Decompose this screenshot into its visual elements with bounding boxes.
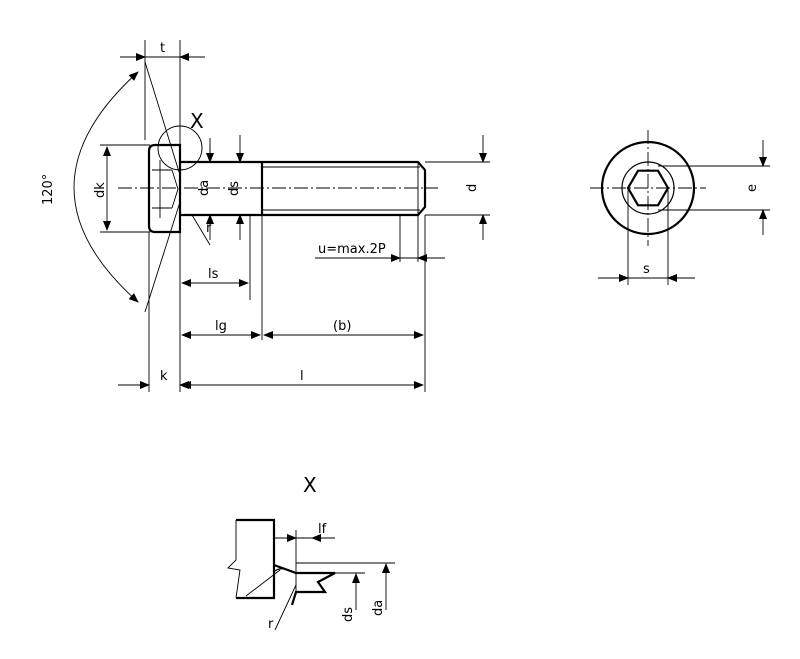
- label-lg: lg: [215, 319, 227, 334]
- bolt-thread: [260, 160, 427, 217]
- detail-label-ds: ds: [341, 607, 356, 622]
- label-u: u=max.2P: [318, 242, 386, 257]
- dim-dk: dk: [93, 144, 150, 233]
- dim-s: s: [598, 188, 695, 285]
- detail-head: [236, 518, 276, 600]
- label-r: r: [206, 221, 212, 236]
- label-angle: 120°: [41, 174, 56, 205]
- label-t: t: [160, 41, 165, 56]
- dim-lg-b: lg (b): [181, 215, 426, 392]
- label-l: l: [300, 369, 304, 384]
- dim-ds: ds: [227, 135, 244, 240]
- detail-title: X: [303, 473, 317, 497]
- bolt-shank: [180, 160, 262, 217]
- dim-r: r: [191, 214, 212, 246]
- dim-u: u=max.2P: [315, 215, 445, 262]
- dim-t: t: [120, 40, 205, 145]
- label-b: (b): [333, 319, 351, 334]
- label-d: d: [465, 184, 480, 192]
- detail-label-lf: lf: [318, 522, 327, 537]
- detail-x: X r lf ds da: [227, 473, 395, 632]
- label-e: e: [745, 184, 760, 192]
- label-x-marker: X: [190, 109, 204, 133]
- side-view: [118, 143, 438, 234]
- dim-k-l: k l: [118, 232, 424, 392]
- dim-da: da: [197, 138, 214, 240]
- label-s: s: [643, 262, 650, 277]
- label-ds: ds: [227, 181, 242, 196]
- socket-lines: [152, 160, 179, 218]
- dim-d: d: [425, 135, 490, 240]
- dim-ls: ls: [179, 215, 251, 392]
- detail-shank: [273, 563, 336, 606]
- label-ls: ls: [208, 267, 219, 282]
- bolt-head: [147, 143, 182, 234]
- end-view: [590, 130, 706, 246]
- label-dk: dk: [93, 182, 108, 198]
- dim-e: e: [658, 140, 770, 235]
- label-da: da: [197, 180, 212, 196]
- label-k: k: [160, 369, 168, 384]
- detail-label-da: da: [371, 600, 386, 616]
- dim-angle: 120°: [41, 61, 181, 313]
- detail-label-r: r: [268, 617, 274, 632]
- detail-x-marker: X: [157, 109, 204, 171]
- thread-root-lines: [262, 162, 420, 215]
